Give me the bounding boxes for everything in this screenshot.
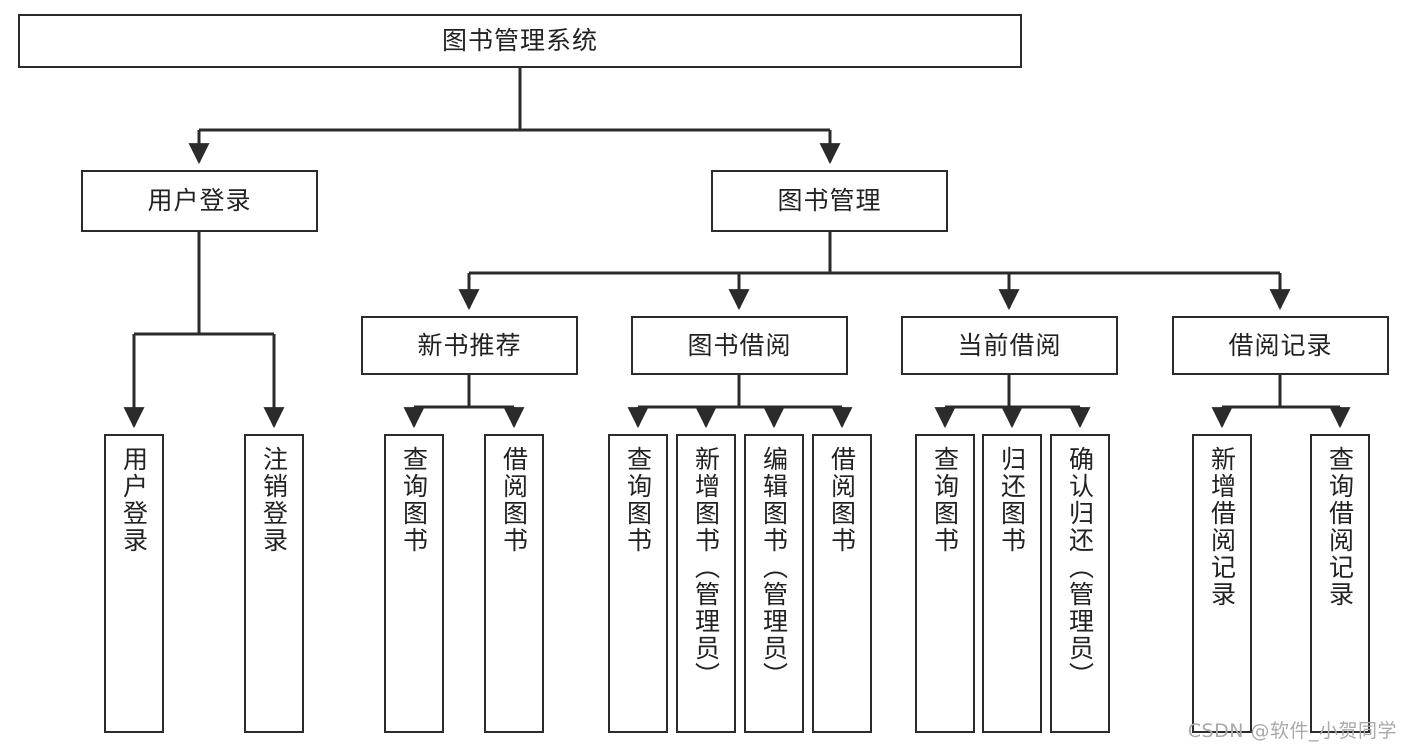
node-leaf-query-book-3[interactable]: 查询图书 xyxy=(915,434,975,733)
node-leaf-edit-book-admin[interactable]: 编辑图书（管理员） xyxy=(744,434,804,733)
node-root[interactable]: 图书管理系统 xyxy=(18,14,1022,68)
node-current-borrow[interactable]: 当前借阅 xyxy=(901,316,1118,375)
node-leaf-query-book-2[interactable]: 查询图书 xyxy=(608,434,668,733)
node-book-borrow-label: 图书借阅 xyxy=(687,330,792,360)
node-leaf-add-borrow-record[interactable]: 新增借阅记录 xyxy=(1192,434,1252,733)
node-leaf-borrow-book-1[interactable]: 借阅图书 xyxy=(484,434,544,733)
node-borrow-record-label: 借阅记录 xyxy=(1228,330,1333,360)
node-leaf-query-book-2-label: 查询图书 xyxy=(623,446,653,554)
node-leaf-add-book-admin-label: 新增图书（管理员） xyxy=(691,446,721,689)
node-leaf-user-login[interactable]: 用户登录 xyxy=(104,434,164,733)
node-leaf-query-book-1-label: 查询图书 xyxy=(399,446,429,554)
node-user-login[interactable]: 用户登录 xyxy=(81,170,318,232)
node-current-borrow-label: 当前借阅 xyxy=(957,330,1062,360)
node-leaf-query-borrow-record[interactable]: 查询借阅记录 xyxy=(1310,434,1370,733)
node-leaf-return-book-label: 归还图书 xyxy=(997,446,1027,554)
node-book-borrow[interactable]: 图书借阅 xyxy=(631,316,848,375)
node-borrow-record[interactable]: 借阅记录 xyxy=(1172,316,1389,375)
node-leaf-user-login-label: 用户登录 xyxy=(119,446,149,554)
node-leaf-add-borrow-record-label: 新增借阅记录 xyxy=(1207,446,1237,608)
node-book-manage-label: 图书管理 xyxy=(777,186,882,216)
node-user-login-label: 用户登录 xyxy=(147,186,252,216)
watermark-text: CSDN @软件_小贺同学 xyxy=(1187,720,1397,742)
node-new-book-recommend[interactable]: 新书推荐 xyxy=(361,316,578,375)
node-leaf-return-book[interactable]: 归还图书 xyxy=(982,434,1042,733)
node-leaf-query-book-1[interactable]: 查询图书 xyxy=(384,434,444,733)
node-leaf-edit-book-admin-label: 编辑图书（管理员） xyxy=(759,446,789,689)
node-leaf-confirm-return-admin[interactable]: 确认归还（管理员） xyxy=(1050,434,1110,733)
node-leaf-query-borrow-record-label: 查询借阅记录 xyxy=(1325,446,1355,608)
node-root-label: 图书管理系统 xyxy=(441,26,598,56)
node-leaf-confirm-return-admin-label: 确认归还（管理员） xyxy=(1065,446,1095,689)
node-leaf-logout-login[interactable]: 注销登录 xyxy=(244,434,304,733)
node-leaf-borrow-book-2[interactable]: 借阅图书 xyxy=(812,434,872,733)
node-book-manage[interactable]: 图书管理 xyxy=(711,170,948,232)
node-new-book-recommend-label: 新书推荐 xyxy=(417,330,522,360)
node-leaf-borrow-book-2-label: 借阅图书 xyxy=(827,446,857,554)
node-leaf-add-book-admin[interactable]: 新增图书（管理员） xyxy=(676,434,736,733)
node-leaf-query-book-3-label: 查询图书 xyxy=(930,446,960,554)
node-leaf-borrow-book-1-label: 借阅图书 xyxy=(499,446,529,554)
node-leaf-logout-login-label: 注销登录 xyxy=(259,446,289,554)
